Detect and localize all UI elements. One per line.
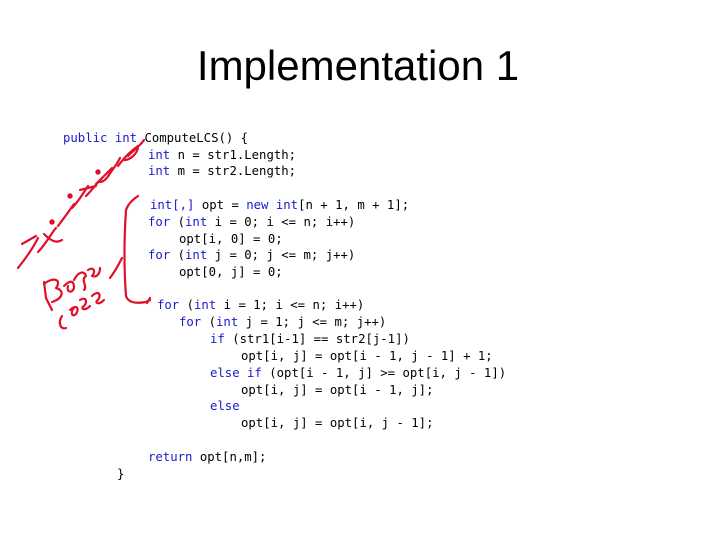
code-token: opt[i, j] = opt[i - 1, j]; (241, 383, 434, 397)
code-token: (opt[i - 1, j] >= opt[i, j - 1]) (261, 366, 507, 380)
code-token: int (275, 198, 299, 212)
code-token: int (148, 164, 171, 178)
code-token: opt = (194, 198, 247, 212)
code-token: for (148, 248, 171, 262)
code-token: opt[0, j] = 0; (179, 265, 283, 279)
code-token: opt[i, 0] = 0; (179, 232, 283, 246)
code-line: int n = str1.Length; (148, 147, 296, 163)
code-line: int[,] opt = new int[n + 1, m + 1]; (150, 197, 409, 213)
code-token: int (194, 298, 217, 312)
code-line: opt[0, j] = 0; (179, 264, 283, 280)
code-token: for (157, 298, 180, 312)
code-token: m = str2.Length; (170, 164, 297, 178)
code-token: ( (179, 298, 195, 312)
code-line: opt[i, j] = opt[i - 1, j - 1] + 1; (241, 348, 493, 364)
slide-title: Implementation 1 (196, 42, 520, 89)
code-token: opt[i, j] = opt[i - 1, j - 1] + 1; (241, 349, 493, 363)
code-token: n = str1.Length; (170, 148, 297, 162)
code-line: int m = str2.Length; (148, 163, 296, 179)
code-token: ComputeLCS() { (144, 131, 249, 145)
initialization-handwriting (16, 138, 146, 270)
code-line: opt[i, j] = opt[i - 1, j]; (241, 382, 434, 398)
code-token: int (185, 215, 208, 229)
code-token: int (185, 248, 208, 262)
code-token: j = 1; j <= m; j++) (238, 315, 387, 329)
code-token: opt[n,m]; (192, 450, 267, 464)
code-token: public int (63, 131, 145, 145)
code-line: opt[i, j] = opt[i, j - 1]; (241, 415, 434, 431)
code-token: if (210, 332, 225, 346)
code-token: else if (210, 366, 262, 380)
code-token: ( (201, 315, 217, 329)
code-line: } (117, 466, 124, 482)
code-line: for (int i = 1; i <= n; i++) (157, 297, 364, 313)
code-token: return (148, 450, 193, 464)
code-token: (str1[i-1] == str2[j-1]) (224, 332, 410, 346)
code-token: [n + 1, m + 1]; (298, 198, 410, 212)
bracket-mark (123, 194, 152, 305)
code-line-signature: public int ComputeLCS() { (63, 130, 248, 146)
code-line: else if (opt[i - 1, j] >= opt[i, j - 1]) (210, 365, 506, 381)
code-token: for (148, 215, 171, 229)
code-token: j = 0; j <= m; j++) (207, 248, 356, 262)
code-token: int[,] (150, 198, 195, 212)
code-line: opt[i, 0] = 0; (179, 231, 283, 247)
code-token: int (216, 315, 239, 329)
code-token: ( (170, 248, 186, 262)
base-case-handwriting (42, 256, 124, 330)
code-token: int (148, 148, 171, 162)
code-line: else (210, 398, 240, 414)
code-line: for (int j = 1; j <= m; j++) (179, 314, 386, 330)
code-token: i = 0; i <= n; i++) (207, 215, 356, 229)
code-line: return opt[n,m]; (148, 449, 266, 465)
code-token: } (117, 467, 125, 481)
code-token: else (210, 399, 240, 413)
code-line: for (int j = 0; j <= m; j++) (148, 247, 355, 263)
code-line: for (int i = 0; i <= n; i++) (148, 214, 355, 230)
code-token: new (246, 198, 269, 212)
code-token: i = 1; i <= n; i++) (216, 298, 365, 312)
code-token: opt[i, j] = opt[i, j - 1]; (241, 416, 434, 430)
code-token: for (179, 315, 202, 329)
code-token: ( (170, 215, 186, 229)
code-line: if (str1[i-1] == str2[j-1]) (210, 331, 410, 347)
